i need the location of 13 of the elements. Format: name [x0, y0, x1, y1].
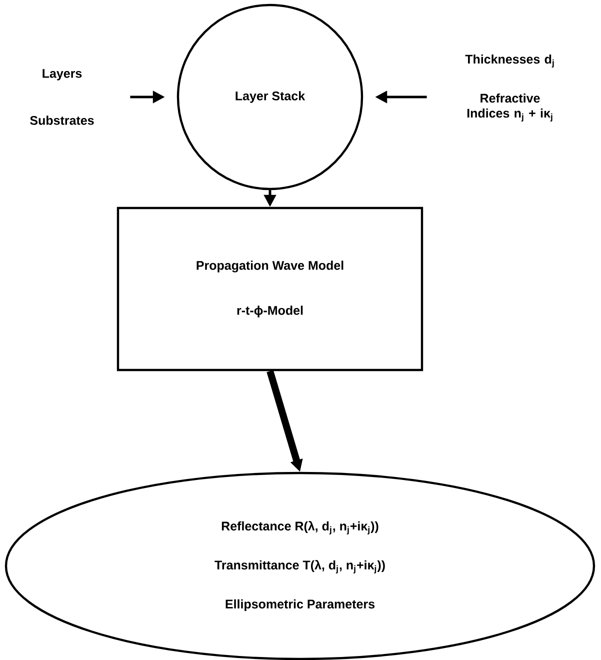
stack-circle: [176, 4, 364, 190]
output-ellipse: [4, 472, 596, 660]
node-text: r-t-ϕ-Model: [237, 306, 303, 318]
node-text: Layer Stack: [236, 91, 306, 103]
node-text: Substrates: [30, 116, 94, 125]
node-text: Reflectance R(λ, d$_{j}$, n$_{j}$+iκ$_{j}$)): [222, 521, 378, 534]
node-text: Refractive Indices n$_{j}$ + iκ$_{j}$: [467, 93, 552, 122]
node-text: Propagation Wave Model: [196, 260, 344, 272]
node-text: Thicknesses d$_{j}$: [465, 54, 554, 68]
node-text: Ellipsometric Parameters: [226, 599, 374, 611]
process-box: [116, 206, 424, 372]
node-text: Layers: [42, 69, 82, 80]
node-text: Transmittance T(λ, d$_{j}$, n$_{j}$+iκ$_{j}$)): [214, 560, 385, 574]
